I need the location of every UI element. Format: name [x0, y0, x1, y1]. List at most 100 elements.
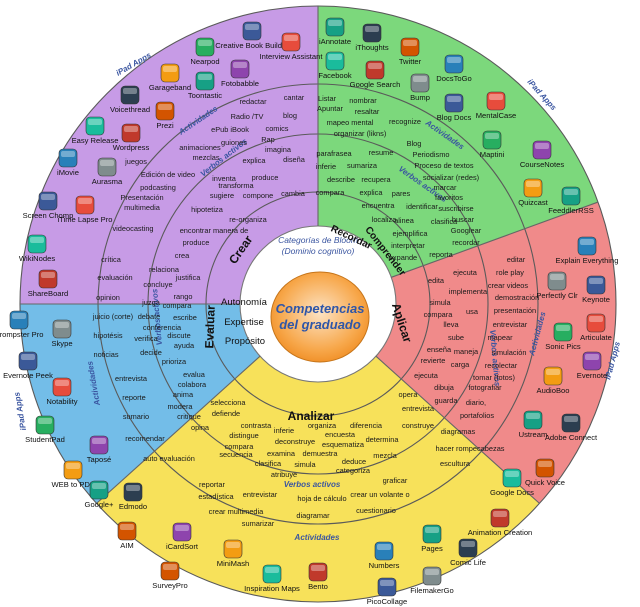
crear-app[interactable]: iTime Lapse Pro	[57, 195, 113, 224]
evaluar-app[interactable]: Notability	[46, 377, 78, 406]
analizar-app[interactable]: Comic Life	[450, 538, 486, 567]
recordar-activities-item: suscribirse	[438, 204, 473, 213]
crear-app[interactable]: Prezi	[155, 101, 175, 130]
evaluar-app[interactable]: Google+	[85, 480, 114, 509]
aplicar-app[interactable]: Google Docs	[490, 468, 534, 497]
evaluar-app[interactable]: Evernote Peek	[3, 351, 53, 380]
app-icon	[35, 415, 55, 435]
evaluar-app[interactable]: WikiNodes	[19, 234, 55, 263]
analizar-verbs-item: deconstruye	[275, 437, 315, 446]
analizar-app[interactable]: PicoCollage	[367, 577, 408, 606]
aplicar-app[interactable]: Quick Voice	[525, 458, 565, 487]
evaluar-activities-item: crítica	[101, 255, 122, 264]
crear-app[interactable]: iMovie	[57, 148, 79, 177]
recordar-app[interactable]: iThoughts	[355, 23, 389, 52]
evaluar-verbs-item: evalua	[183, 370, 206, 379]
recordar-app[interactable]: Twitter	[399, 37, 422, 66]
evaluar-app[interactable]: AIM	[117, 521, 137, 550]
aplicar-app-label: Animation Creation	[468, 528, 533, 537]
crear-app[interactable]: Creative Book Builder	[215, 21, 289, 50]
app-icon-gloss	[485, 133, 499, 139]
crear-activities-item: videocasting	[112, 224, 153, 233]
crear-verbs-item: explica	[242, 156, 266, 165]
crear-app[interactable]: Toontastic	[188, 71, 222, 100]
aplicar-app-label: Evernote	[577, 371, 607, 380]
crear-app[interactable]: Fotobabble	[221, 59, 259, 88]
crear-app[interactable]: Easy Release	[72, 116, 119, 145]
app-icon-gloss	[489, 94, 503, 100]
app-icon	[482, 130, 502, 150]
analizar-app[interactable]: iCardSort	[166, 522, 199, 551]
analizar-app[interactable]: Inspiration Maps	[244, 564, 300, 593]
evaluar-app[interactable]: WEB to PDF	[51, 460, 95, 489]
aplicar-app[interactable]: Articulate	[580, 313, 612, 342]
analizar-verbs-item: encuesta	[325, 430, 356, 439]
recordar-app-label: Google Search	[350, 80, 401, 89]
crear-app-label: Voicethread	[110, 105, 150, 114]
recordar-activities-item: recordar	[452, 238, 480, 247]
evaluar-app[interactable]: Taposé	[87, 435, 112, 464]
aplicar-app[interactable]: Perfectly Clr	[536, 271, 578, 300]
recordar-app[interactable]: Blog Docs	[437, 93, 472, 122]
recordar-app[interactable]: Bump	[410, 73, 430, 102]
crear-app[interactable]: Screen Chomp	[23, 191, 74, 220]
aplicar-app[interactable]: Evernote	[577, 351, 607, 380]
analizar-activities-item: hoja de cálculo	[297, 494, 346, 503]
crear-app[interactable]: Wordpress	[113, 123, 150, 152]
evaluar-app[interactable]: Edmodo	[119, 482, 147, 511]
crear-app[interactable]: Interview Assistant	[260, 32, 324, 61]
evaluar-app[interactable]: ShareBoard	[28, 269, 69, 298]
crear-app-label: Toontastic	[188, 91, 222, 100]
recordar-app[interactable]: DocsToGo	[436, 54, 472, 83]
analizar-app[interactable]: FilemakerGo	[410, 566, 454, 595]
aplicar-app[interactable]: Keynote	[582, 275, 610, 304]
app-icon-gloss	[589, 278, 603, 284]
analizar-app[interactable]: Pages	[421, 524, 443, 553]
aplicar-app[interactable]: Explain Everything	[556, 236, 619, 265]
app-icon-gloss	[526, 413, 540, 419]
evaluar-activities-item: juicio (corte)	[92, 312, 133, 321]
app-icon	[422, 566, 442, 586]
crear-app-label: Aurasma	[92, 177, 123, 186]
analizar-app[interactable]: Numbers	[369, 541, 400, 570]
recordar-app[interactable]: CourseNotes	[520, 140, 565, 169]
app-icon-gloss	[175, 525, 189, 531]
recordar-app[interactable]: iAnnotate	[319, 17, 351, 46]
aplicar-activities-item: entrevista	[402, 404, 435, 413]
aplicar-app[interactable]: Ustream	[519, 410, 548, 439]
recordar-app[interactable]: Maptini	[480, 130, 505, 159]
aplicar-app[interactable]: Animation Creation	[468, 508, 533, 537]
aplicar-app[interactable]: Adobe Connect	[545, 413, 598, 442]
app-icon	[377, 577, 397, 597]
aplicar-app-label: Perfectly Clr	[536, 291, 578, 300]
analizar-app[interactable]: SurveyPro	[152, 561, 188, 590]
aplicar-app-label: Sonic Pics	[545, 342, 581, 351]
app-icon	[547, 271, 567, 291]
analizar-app[interactable]: Bento	[308, 562, 328, 591]
recordar-app[interactable]: MentalCase	[476, 91, 517, 120]
recordar-app[interactable]: FeeddlerRSS	[548, 186, 594, 215]
crear-app[interactable]: Voicethread	[110, 85, 150, 114]
recordar-app-label: CourseNotes	[520, 160, 565, 169]
analizar-app[interactable]: MiniMash	[217, 539, 250, 568]
recordar-verbs-item: inferie	[316, 162, 336, 171]
recordar-app[interactable]: Google Search	[350, 60, 401, 89]
aplicar-app[interactable]: AudioBoo	[537, 366, 570, 395]
aplicar-app[interactable]: Sonic Pics	[545, 322, 581, 351]
recordar-app[interactable]: Facebook	[318, 51, 352, 80]
app-icon	[160, 63, 180, 83]
evaluar-app[interactable]: Skype	[51, 319, 73, 348]
crear-app[interactable]: Garageband	[149, 63, 191, 92]
sector-evaluar	[20, 304, 261, 504]
evaluar-app[interactable]: Prompster Pro	[0, 310, 43, 339]
evaluar-apps-ring-label: iPad Apps	[12, 391, 28, 431]
app-icon-gloss	[92, 483, 106, 489]
app-icon-gloss	[78, 198, 92, 204]
analizar-verbs-item: secuencia	[219, 450, 253, 459]
crear-app[interactable]: Nearpod	[190, 37, 220, 66]
recordar-app[interactable]: Quizcast	[518, 178, 549, 207]
app-icon-gloss	[564, 416, 578, 422]
crear-app[interactable]: Aurasma	[92, 157, 123, 186]
evaluar-app[interactable]: StudentPad	[25, 415, 65, 444]
